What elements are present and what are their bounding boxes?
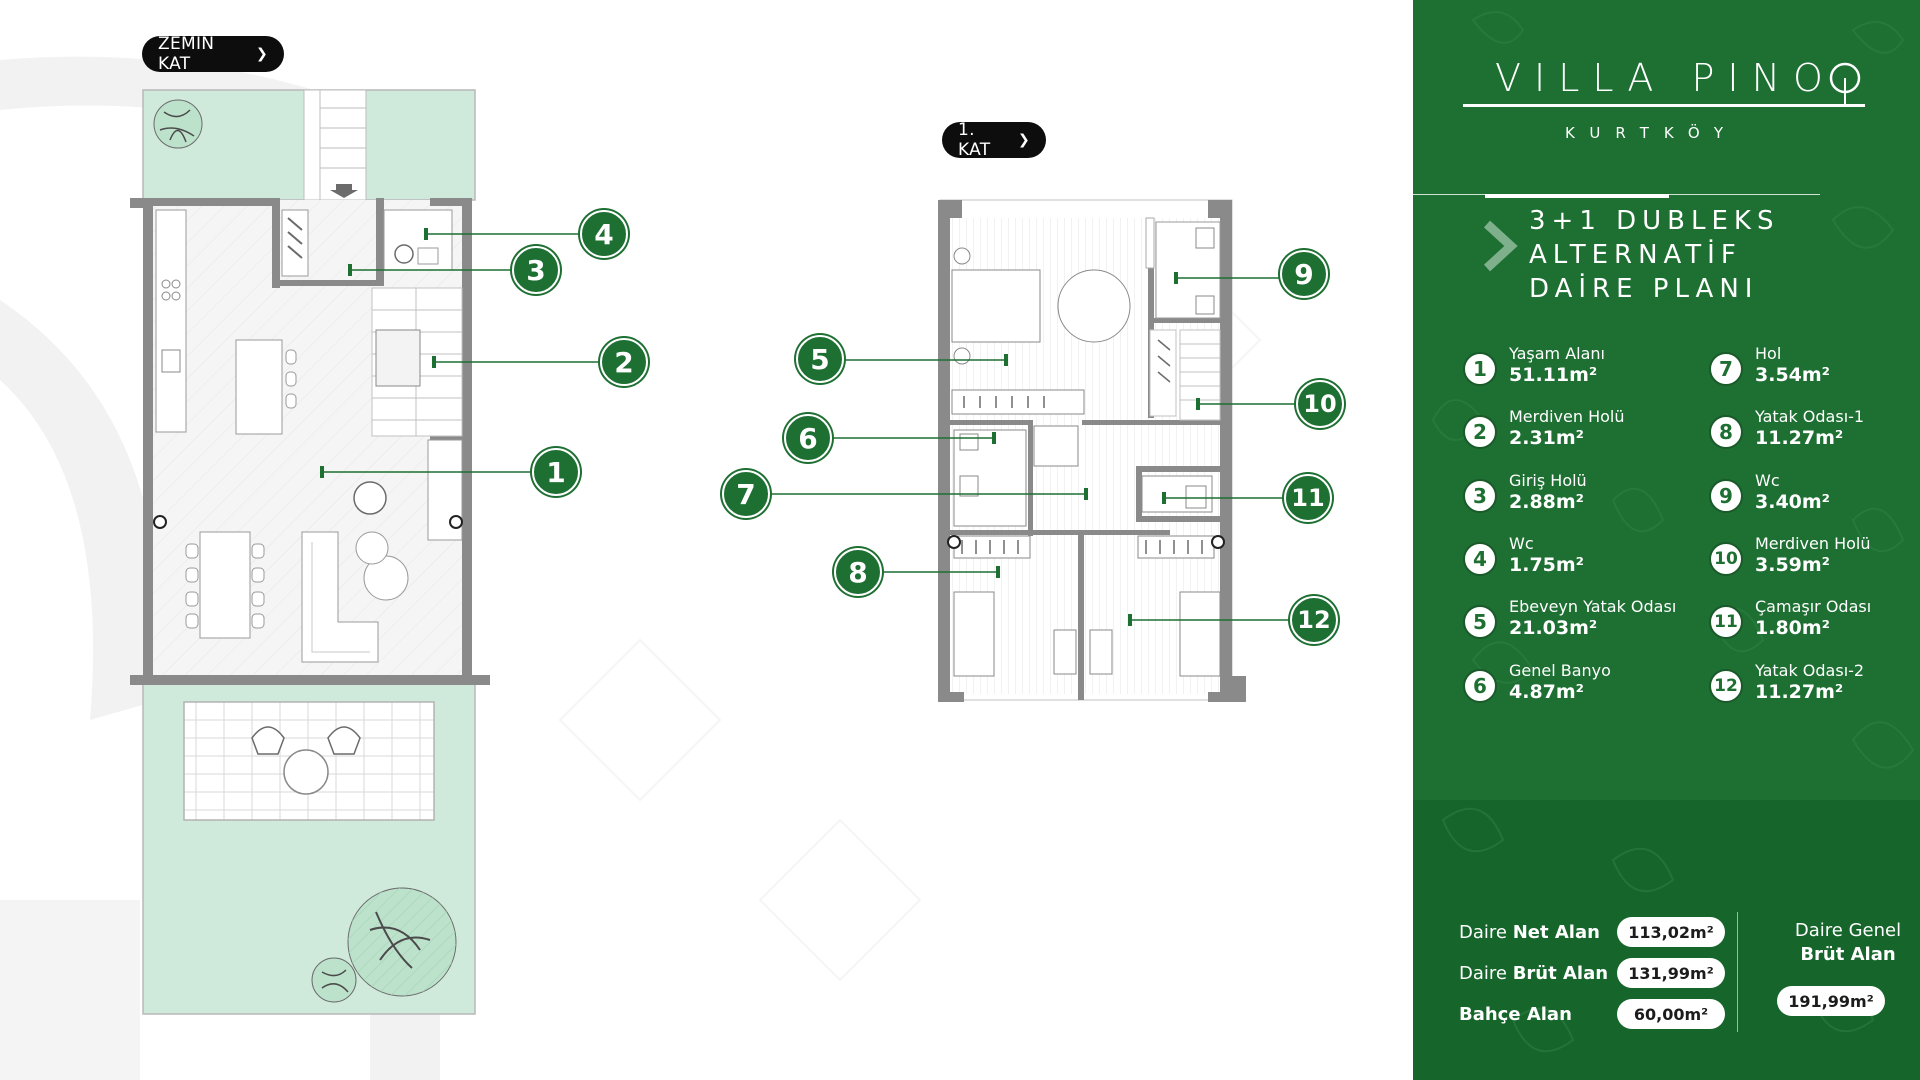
info-panel: VILLA PINO KURTKÖY 3+1 DUBLEKS ALTERNATİ… xyxy=(1413,0,1920,1080)
plan-marker-4[interactable]: 4 xyxy=(580,210,628,258)
chevron-right-icon: ❯ xyxy=(255,46,268,62)
room-area: 11.27m² xyxy=(1755,681,1844,703)
room-area: 11.27m² xyxy=(1755,427,1844,449)
plan-marker-10[interactable]: 10 xyxy=(1296,380,1344,428)
room-area: 21.03m² xyxy=(1509,617,1598,639)
plan-marker-8[interactable]: 8 xyxy=(834,548,882,596)
plan-title-line-2: ALTERNATİF xyxy=(1529,240,1742,270)
plan-marker-11[interactable]: 11 xyxy=(1284,474,1332,522)
room-number: 5 xyxy=(1463,605,1497,639)
plan-marker-6[interactable]: 6 xyxy=(784,414,832,462)
room-name: Hol xyxy=(1755,344,1782,363)
garden-area-value: 60,00m² xyxy=(1617,999,1725,1029)
room-name: Ebeveyn Yatak Odası xyxy=(1509,597,1677,616)
room-name: Yatak Odası-2 xyxy=(1755,661,1865,680)
room-number: 7 xyxy=(1709,352,1743,386)
net-area-label: Daire Net Alan xyxy=(1459,922,1600,943)
room-number: 10 xyxy=(1709,542,1743,576)
plan-marker-1[interactable]: 1 xyxy=(532,448,580,496)
room-area: 2.88m² xyxy=(1509,491,1584,513)
room-name: Çamaşır Odası xyxy=(1755,597,1872,616)
plan-marker-5[interactable]: 5 xyxy=(796,335,844,383)
room-name: Wc xyxy=(1755,471,1780,490)
first-floor-tab[interactable]: 1. KAT ❯ xyxy=(942,120,1046,160)
room-number: 12 xyxy=(1709,669,1743,703)
plan-marker-2[interactable]: 2 xyxy=(600,338,648,386)
ground-floor-tab[interactable]: ZEMİN KAT ❯ xyxy=(142,34,284,74)
room-area: 3.59m² xyxy=(1755,554,1830,576)
total-gross-subtitle: Brüt Alan xyxy=(1800,944,1896,965)
room-area: 3.40m² xyxy=(1755,491,1830,513)
plan-marker-7[interactable]: 7 xyxy=(722,470,770,518)
ground-floor-label: ZEMİN KAT xyxy=(158,34,215,74)
plan-marker-9[interactable]: 9 xyxy=(1280,250,1328,298)
room-number: 11 xyxy=(1709,605,1743,639)
room-number: 2 xyxy=(1463,415,1497,449)
totals-divider xyxy=(1737,912,1738,1032)
leaf-pattern-background xyxy=(1431,11,1915,1053)
room-number: 8 xyxy=(1709,415,1743,449)
brand-subtitle: KURTKÖY xyxy=(1565,124,1739,142)
plan-marker-3[interactable]: 3 xyxy=(512,246,560,294)
leaf-icon xyxy=(1829,62,1861,106)
total-gross-title: Daire Genel xyxy=(1794,920,1902,941)
net-area-bold: Net Alan xyxy=(1512,922,1600,943)
garden-area-label: Bahçe Alan xyxy=(1459,1004,1572,1025)
floor-plans xyxy=(130,89,1296,1015)
room-area: 2.31m² xyxy=(1509,427,1584,449)
net-area-prefix: Daire xyxy=(1459,922,1513,943)
room-number: 6 xyxy=(1463,669,1497,703)
room-area: 3.54m² xyxy=(1755,364,1830,386)
plant-icon xyxy=(311,887,457,1003)
room-area: 51.11m² xyxy=(1509,364,1598,386)
room-name: Merdiven Holü xyxy=(1509,407,1625,426)
room-name: Yatak Odası-1 xyxy=(1755,407,1865,426)
ground-floor-plan xyxy=(130,89,600,1015)
net-area-value: 113,02m² xyxy=(1617,917,1725,947)
chevron-right-icon xyxy=(1483,220,1518,272)
room-name: Genel Banyo xyxy=(1509,661,1611,680)
room-name: Wc xyxy=(1509,534,1534,553)
brut-area-prefix: Daire xyxy=(1459,963,1513,984)
first-floor-plan xyxy=(768,199,1296,702)
room-name: Merdiven Holü xyxy=(1755,534,1871,553)
plan-title-line-3: DAİRE PLANI xyxy=(1529,274,1759,304)
room-number: 1 xyxy=(1463,352,1497,386)
room-name: Yaşam Alanı xyxy=(1509,344,1605,363)
total-gross-value: 191,99m² xyxy=(1777,986,1885,1016)
room-area: 4.87m² xyxy=(1509,681,1584,703)
brut-area-value: 131,99m² xyxy=(1617,958,1725,988)
brand-title: VILLA PINO xyxy=(1495,56,1836,100)
brand-underline xyxy=(1463,104,1865,107)
first-floor-label: 1. KAT xyxy=(958,120,991,160)
room-number: 3 xyxy=(1463,479,1497,513)
room-area: 1.75m² xyxy=(1509,554,1584,576)
separator-accent xyxy=(1485,194,1669,198)
plan-title-line-1: 3+1 DUBLEKS xyxy=(1529,206,1780,236)
room-name: Giriş Holü xyxy=(1509,471,1587,490)
brut-area-bold: Brüt Alan xyxy=(1512,963,1609,984)
room-number: 4 xyxy=(1463,542,1497,576)
room-area: 1.80m² xyxy=(1755,617,1830,639)
chevron-right-icon: ❯ xyxy=(1017,132,1030,148)
brut-area-label: Daire Brüt Alan xyxy=(1459,963,1608,984)
garden-area-bold: Bahçe Alan xyxy=(1459,1004,1572,1025)
plan-marker-12[interactable]: 12 xyxy=(1290,596,1338,644)
plant-icon xyxy=(153,99,203,149)
room-number: 9 xyxy=(1709,479,1743,513)
